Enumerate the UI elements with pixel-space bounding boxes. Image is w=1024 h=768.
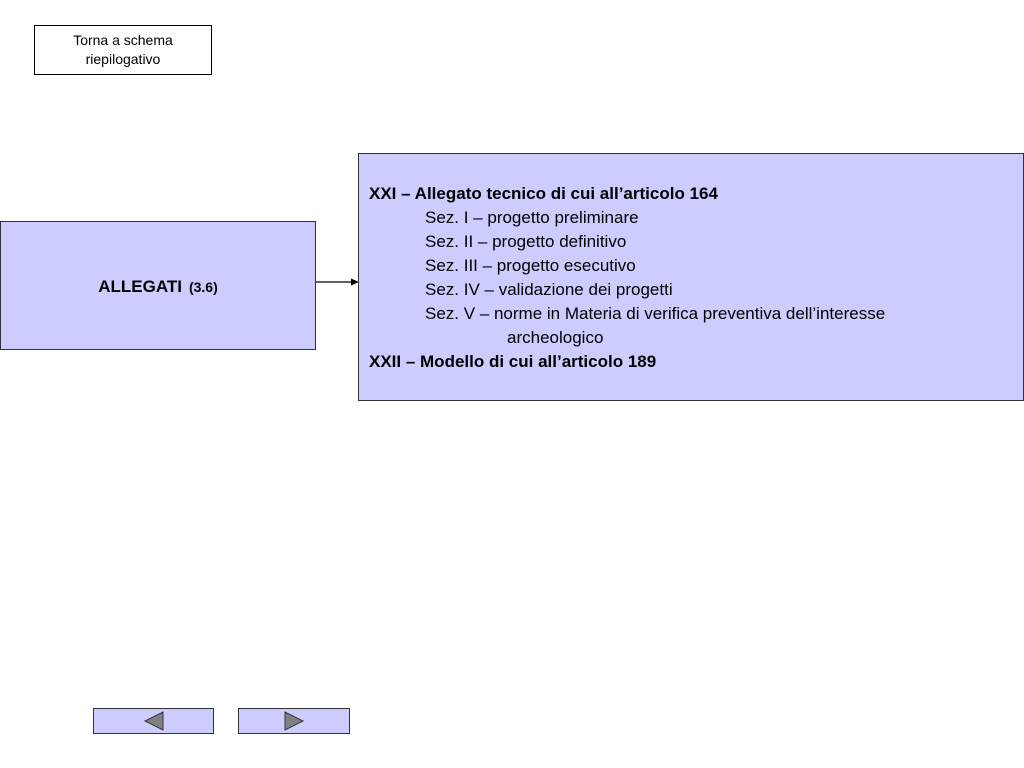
heading-allegato-xxii[interactable]: XXII – Modello di cui all’articolo 189 bbox=[369, 352, 657, 371]
back-button-label-line1: Torna a schema bbox=[73, 32, 173, 48]
section-item-1: Sez. I – progetto preliminare bbox=[425, 208, 639, 227]
heading-allegato-xxi[interactable]: XXI – Allegato tecnico di cui all’artico… bbox=[369, 184, 718, 203]
content-box: XXI – Allegato tecnico di cui all’artico… bbox=[358, 153, 1024, 401]
connector-arrow-icon bbox=[316, 278, 359, 286]
section-item-4: Sez. IV – validazione dei progetti bbox=[425, 280, 673, 299]
allegati-title: ALLEGATI bbox=[98, 276, 182, 296]
back-button-label-line2: riepilogativo bbox=[85, 51, 161, 67]
section-item-2: Sez. II – progetto definitivo bbox=[425, 232, 627, 251]
section-item-5: Sez. V – norme in Materia di verifica pr… bbox=[425, 304, 886, 323]
previous-slide-button[interactable] bbox=[93, 708, 214, 734]
allegati-box[interactable]: ALLEGATI (3.6) bbox=[0, 221, 316, 350]
allegati-ref: (3.6) bbox=[188, 278, 218, 295]
section-item-3: Sez. III – progetto esecutivo bbox=[425, 256, 636, 275]
section-item-5-continuation: archeologico bbox=[507, 328, 604, 347]
triangle-right-icon bbox=[284, 711, 305, 731]
back-to-summary-button[interactable]: Torna a schema riepilogativo bbox=[34, 25, 212, 75]
next-slide-button[interactable] bbox=[238, 708, 350, 734]
triangle-left-icon bbox=[143, 711, 163, 731]
